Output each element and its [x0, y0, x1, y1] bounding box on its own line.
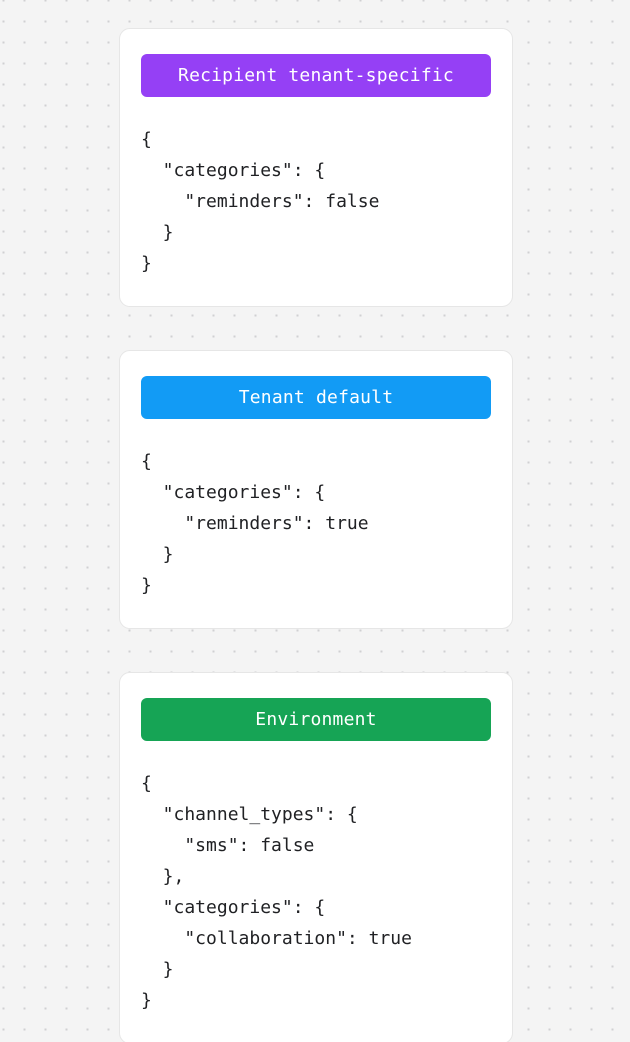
preference-card-recipient-tenant-specific: Recipient tenant-specific { "categories"… — [119, 28, 513, 307]
preference-card-tenant-default: Tenant default { "categories": { "remind… — [119, 350, 513, 629]
card-code-recipient-tenant-specific: { "categories": { "reminders": false } } — [141, 129, 380, 274]
card-code-environment: { "channel_types": { "sms": false }, "ca… — [141, 773, 412, 1011]
card-badge-recipient-tenant-specific: Recipient tenant-specific — [141, 54, 491, 97]
preference-layer-stack: Recipient tenant-specific { "categories"… — [119, 28, 513, 1042]
card-badge-environment: Environment — [141, 698, 491, 741]
card-code-tenant-default: { "categories": { "reminders": true } } — [141, 451, 369, 596]
preference-card-environment: Environment { "channel_types": { "sms": … — [119, 672, 513, 1042]
card-badge-tenant-default: Tenant default — [141, 376, 491, 419]
